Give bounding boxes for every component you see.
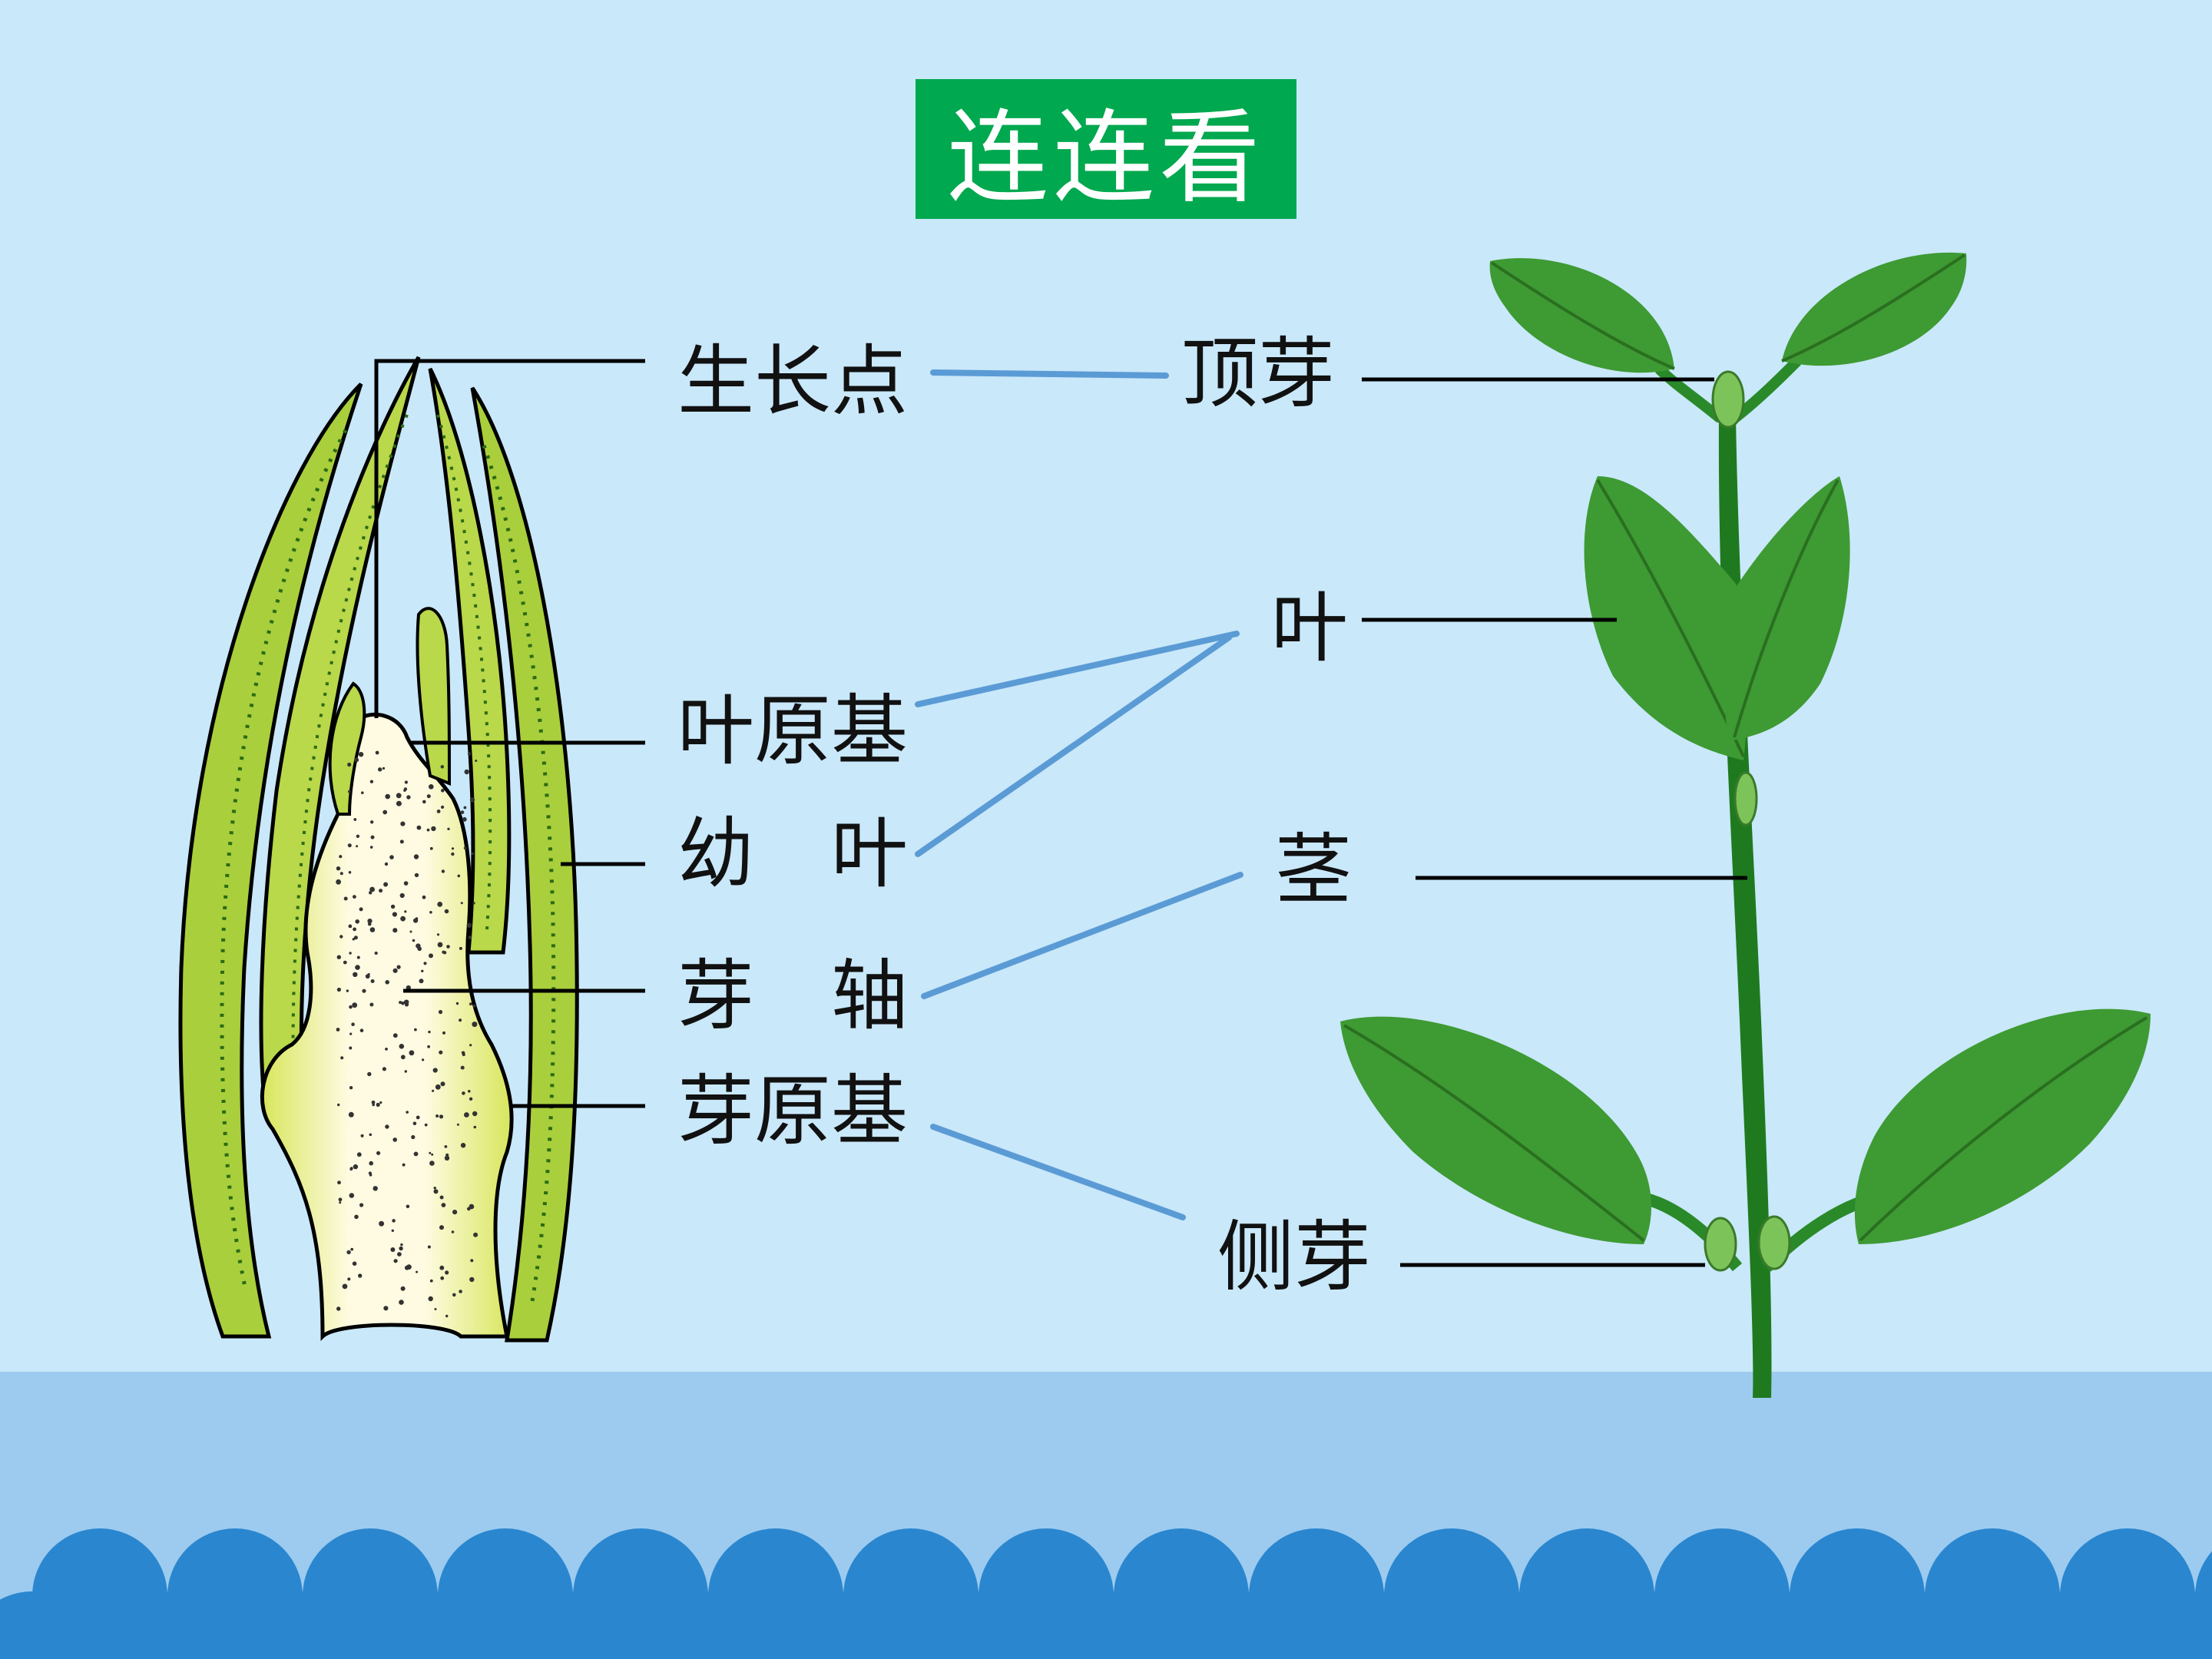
plant-pointer-lines <box>1362 377 1747 1267</box>
label-leaf: 叶 <box>1271 583 1348 673</box>
bud-pointer-lines <box>374 359 645 1108</box>
terminal-bud <box>1711 370 1745 429</box>
label-terminal-bud: 顶芽 <box>1181 329 1335 419</box>
label-stem: 茎 <box>1275 825 1352 915</box>
label-bud-axis: 芽 轴 <box>677 951 908 1041</box>
label-lateral-bud: 侧芽 <box>1217 1212 1371 1302</box>
page-title: 连连看 <box>947 98 1265 217</box>
label-leaf-primordium: 叶原基 <box>677 686 908 776</box>
label-young-leaf: 幼 叶 <box>677 809 908 899</box>
match-line-1 <box>930 369 1169 379</box>
label-growing-point: 生长点 <box>677 336 908 426</box>
match-line-3 <box>915 634 1232 857</box>
wave-pattern <box>0 1528 2212 1659</box>
match-line-4 <box>921 872 1243 999</box>
match-line-2 <box>915 631 1240 707</box>
bud-section <box>178 356 579 1343</box>
lateral-bud <box>1704 1217 1737 1272</box>
match-lines <box>915 369 1243 1220</box>
plant <box>1340 252 2151 1398</box>
title-box: 连连看 <box>916 79 1296 219</box>
label-bud-primordium: 芽原基 <box>677 1066 908 1156</box>
match-line-5 <box>930 1124 1186 1220</box>
